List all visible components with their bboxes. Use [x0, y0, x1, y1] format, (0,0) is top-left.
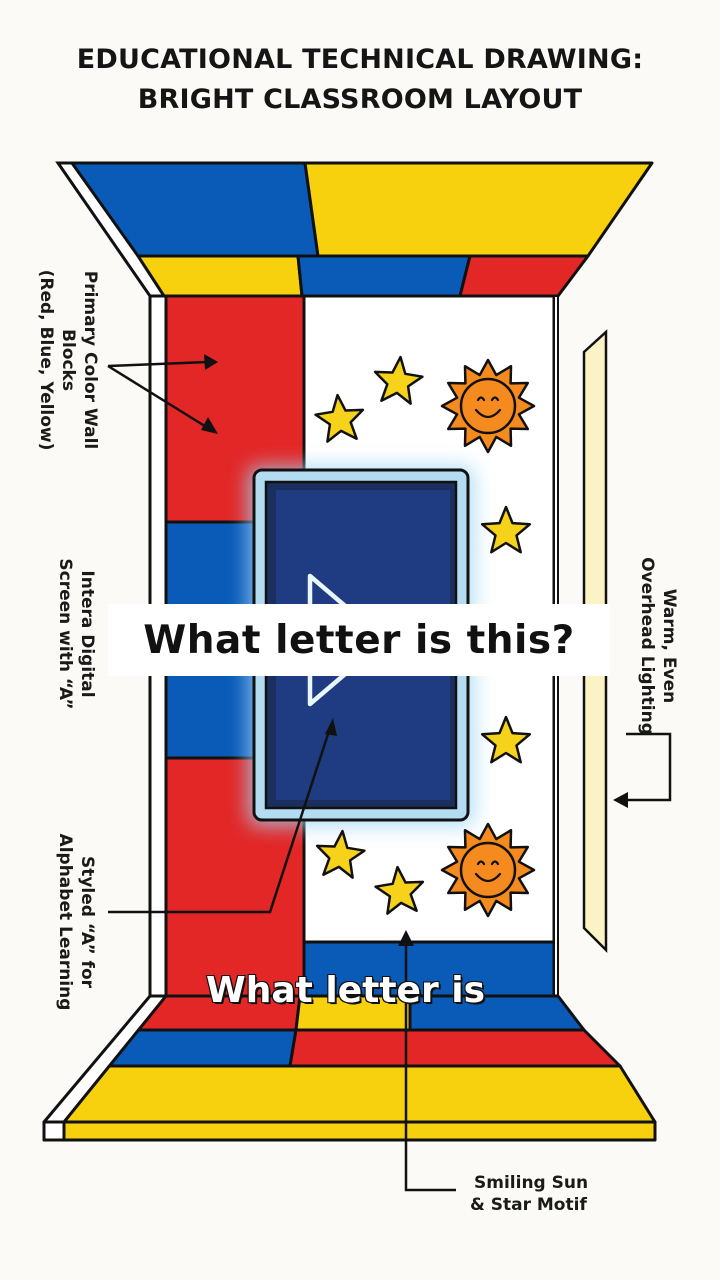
star-icon	[480, 505, 532, 554]
page-title: EDUCATIONAL TECHNICAL DRAWING: BRIGHT CL…	[0, 40, 720, 120]
stars-group	[314, 355, 532, 915]
label-lighting: Warm, Even Overhead Lighting	[636, 557, 680, 735]
label-styled-a: Styled “A” for Alphabet Learning	[54, 834, 98, 1011]
arrow-heads	[201, 354, 628, 946]
star-icon	[480, 715, 532, 764]
label-wall-blocks-line1: Primary Color Wall	[80, 270, 100, 450]
label-wall-blocks-line2: Blocks	[58, 329, 78, 391]
leader-lines	[107, 360, 672, 1192]
label-screen-line2: Screen with “A”	[55, 558, 75, 710]
star-icon	[374, 865, 425, 915]
caption-partial: What letter is	[205, 969, 486, 1012]
label-screen-line1: Intera Digital	[77, 570, 97, 698]
label-sun-star-line2: & Star Motif	[470, 1195, 587, 1215]
label-wall-blocks-line3: (Red, Blue, Yellow)	[36, 269, 56, 451]
smiling-sun-icon	[440, 358, 536, 454]
arrow-icon	[613, 792, 628, 808]
suns-group	[440, 358, 536, 918]
label-lighting-line2: Overhead Lighting	[637, 557, 657, 735]
label-lighting-line1: Warm, Even	[659, 588, 679, 704]
label-sun-star: Smiling Sun & Star Motif	[470, 1172, 588, 1216]
label-sun-star-line1: Smiling Sun	[474, 1173, 589, 1193]
caption-banner: What letter is this?	[108, 604, 610, 676]
label-screen: Intera Digital Screen with “A”	[54, 558, 98, 709]
smiling-sun-icon	[440, 822, 536, 918]
ceiling	[70, 161, 654, 298]
arrow-icon	[325, 718, 337, 736]
star-icon	[314, 393, 365, 443]
arrow-icon	[398, 930, 414, 946]
label-styled-a-line2: Alphabet Learning	[55, 833, 75, 1011]
star-icon	[373, 355, 424, 405]
label-styled-a-line1: Styled “A” for	[77, 855, 97, 989]
arrow-icon	[201, 417, 218, 434]
title-line-2: BRIGHT CLASSROOM LAYOUT	[137, 84, 583, 115]
star-icon	[315, 829, 366, 879]
label-wall-blocks: Primary Color Wall Blocks (Red, Blue, Ye…	[35, 270, 101, 451]
arrow-icon	[204, 354, 218, 370]
title-line-1: EDUCATIONAL TECHNICAL DRAWING:	[76, 44, 644, 75]
floor	[42, 994, 657, 1142]
